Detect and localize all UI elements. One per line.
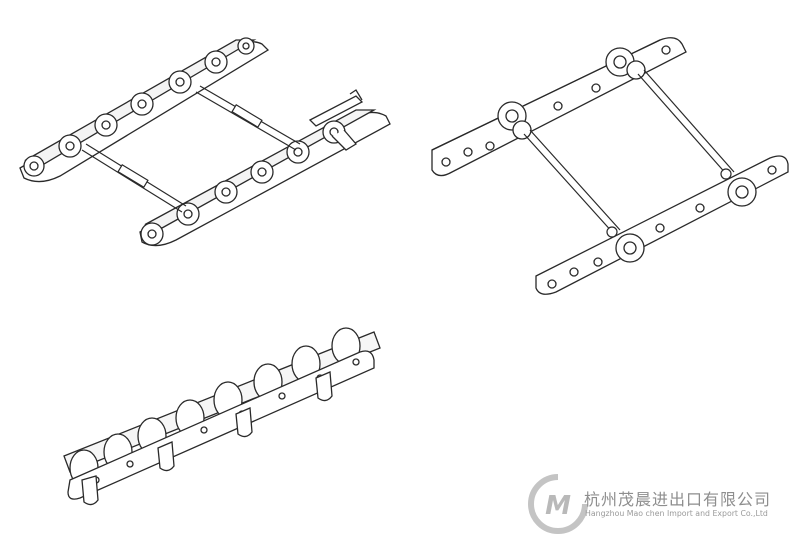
company-name-cn: 杭州茂晨进出口有限公司 <box>584 490 772 509</box>
company-watermark: 杭州茂晨进出口有限公司 Hangzhou Mao chen Import and… <box>528 474 800 540</box>
company-name-en: Hangzhou Mao chen Import and Export Co.,… <box>585 509 768 518</box>
chain-assembly-top-right <box>431 37 789 295</box>
logo-letter: M <box>545 491 571 521</box>
company-logo-icon: M <box>528 473 589 534</box>
chain-strand-bottom-left <box>63 327 381 506</box>
chain-assembly-top-left <box>19 37 391 247</box>
